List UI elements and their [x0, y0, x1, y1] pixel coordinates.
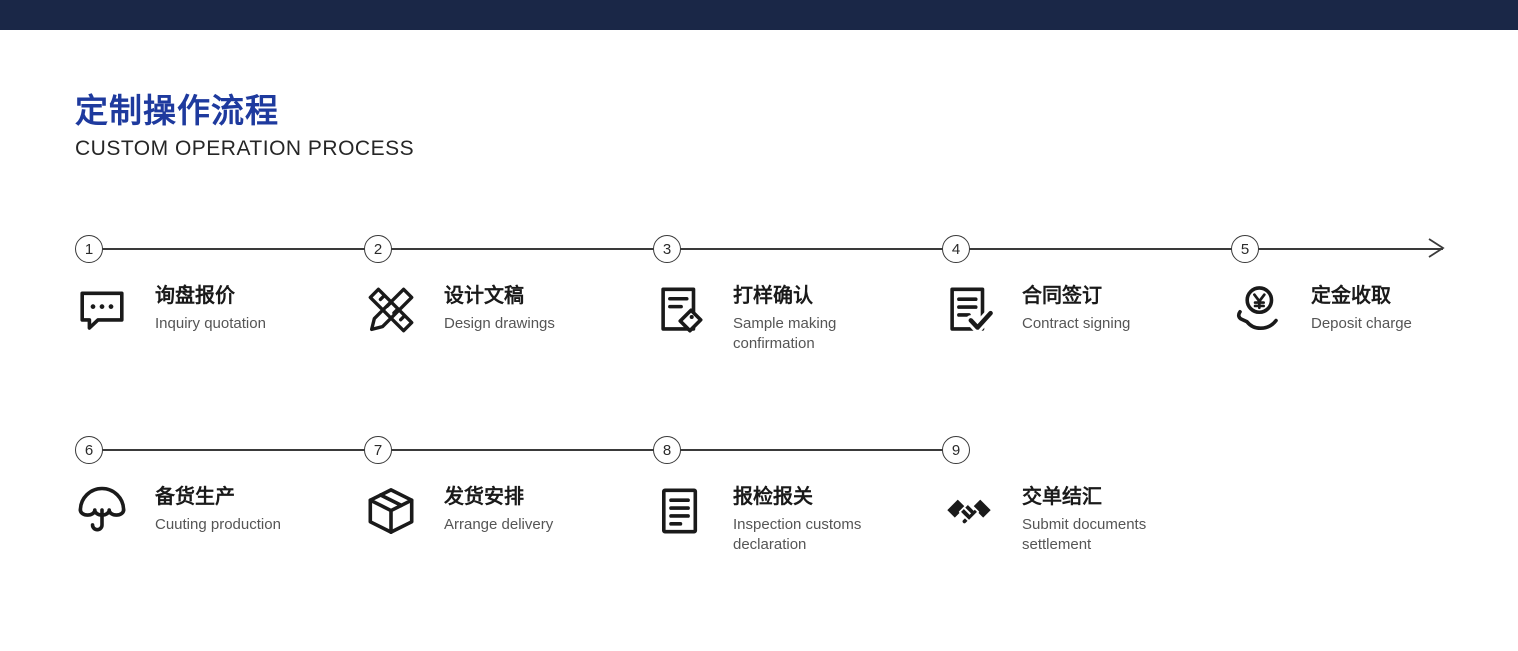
step-title-cn: 备货生产 — [155, 486, 235, 508]
arrow-right-icon — [1428, 238, 1445, 258]
step-title-cn: 定金收取 — [1311, 285, 1391, 307]
step-number: 8 — [662, 441, 672, 459]
step-number-badge: 2 — [364, 235, 392, 263]
step-title-en: Cuuting production — [155, 516, 281, 533]
step-number-badge: 9 — [942, 436, 970, 464]
process-row-2: 6 备货生产 Cuuting production 7 — [75, 436, 1495, 586]
step-number: 6 — [84, 441, 94, 459]
timeline-line — [89, 449, 955, 451]
chat-icon — [75, 283, 129, 337]
coin-hand-icon — [1231, 283, 1285, 337]
step-number-badge: 5 — [1231, 235, 1259, 263]
step-number-badge: 1 — [75, 235, 103, 263]
timeline-line — [89, 248, 1443, 250]
document-lines-icon — [653, 484, 707, 538]
ruler-pencil-icon — [364, 283, 418, 337]
step-number: 1 — [84, 240, 94, 258]
step-title-en: Deposit charge — [1311, 315, 1412, 332]
page-subtitle: CUSTOM OPERATION PROCESS — [75, 137, 415, 160]
step-title-cn: 设计文稿 — [444, 285, 524, 307]
umbrella-icon — [75, 484, 129, 538]
step-number-badge: 7 — [364, 436, 392, 464]
step-title-cn: 询盘报价 — [155, 285, 235, 307]
step-title-cn: 交单结汇 — [1022, 486, 1102, 508]
step-title-cn: 报检报关 — [733, 486, 813, 508]
step-title-en: Sample making confirmation — [733, 315, 837, 353]
step-title-en: Design drawings — [444, 315, 555, 332]
step-title-en: Inspection customs declaration — [733, 516, 862, 554]
document-tag-icon — [653, 283, 707, 337]
step-title-cn: 打样确认 — [733, 285, 813, 307]
step-number: 2 — [373, 240, 383, 258]
step-title-en: Arrange delivery — [444, 516, 554, 533]
process-row-1: 1 询盘报价 Inquiry quotation 2 — [75, 235, 1495, 385]
step-number: 4 — [951, 240, 961, 258]
step-number: 7 — [373, 441, 383, 459]
step-title-cn: 发货安排 — [444, 486, 524, 508]
step-title-en: Contract signing — [1022, 315, 1131, 332]
step-number-badge: 8 — [653, 436, 681, 464]
step-title-en: Inquiry quotation — [155, 315, 266, 332]
step-number-badge: 4 — [942, 235, 970, 263]
package-box-icon — [364, 484, 418, 538]
top-bar — [0, 0, 1518, 30]
step-number-badge: 3 — [653, 235, 681, 263]
handshake-icon — [942, 484, 996, 538]
step-number: 5 — [1240, 240, 1250, 258]
step-number-badge: 6 — [75, 436, 103, 464]
step-number: 3 — [662, 240, 672, 258]
step-title-cn: 合同签订 — [1022, 285, 1102, 307]
step-title-en: Submit documents settlement — [1022, 516, 1147, 554]
document-check-icon — [942, 283, 996, 337]
step-number: 9 — [951, 441, 961, 459]
page-title: 定制操作流程 — [75, 92, 279, 129]
